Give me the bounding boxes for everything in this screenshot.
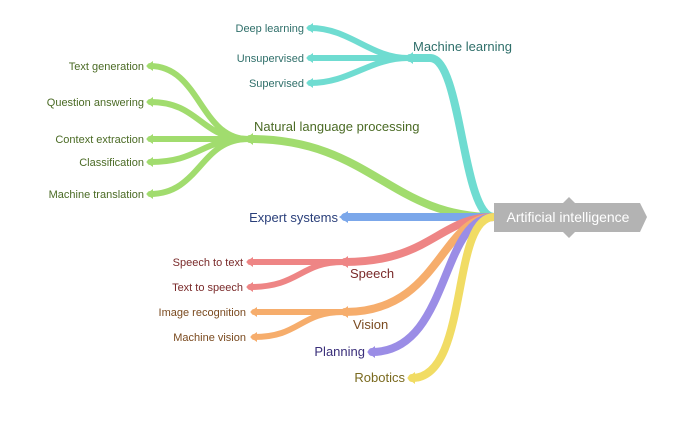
branch-label-vision[interactable]: Vision [353, 317, 388, 332]
leaf-label-deep-learning[interactable]: Deep learning [236, 23, 305, 35]
leaf-label-supervised[interactable]: Supervised [249, 78, 304, 90]
leaf-label-context-extraction[interactable]: Context extraction [55, 134, 144, 146]
branch-label-robotics[interactable]: Robotics [354, 370, 405, 385]
connectors [147, 25, 498, 382]
arrow-head-context-extraction [146, 134, 153, 144]
connector-supervised [307, 55, 411, 86]
leaf-label-image-recognition[interactable]: Image recognition [159, 307, 246, 319]
connector-machine-translation [147, 136, 251, 197]
branch-label-planning[interactable]: Planning [314, 344, 365, 359]
connector-text-to-speech [247, 259, 346, 290]
branch-labels: Machine learning Natural language proces… [249, 39, 512, 385]
branch-label-ml[interactable]: Machine learning [413, 39, 512, 54]
arrow-head-text-to-speech [246, 282, 253, 292]
arrow-head-machine-vision [250, 332, 257, 342]
branch-label-speech[interactable]: Speech [350, 266, 394, 281]
arrow-head-vision [340, 306, 348, 318]
arrow-head-speech-to-text [246, 257, 253, 267]
arrow-head-nlp [245, 133, 253, 145]
arrow-head-image-recognition [250, 307, 257, 317]
leaf-label-text-generation[interactable]: Text generation [69, 61, 144, 73]
root-node-label: Artificial intelligence [507, 209, 630, 225]
arrow-head-unsupervised [306, 53, 313, 63]
root-node-box [494, 197, 647, 238]
arrow-head-machine-translation [146, 189, 153, 199]
connector-robotics [408, 213, 498, 382]
leaf-label-unsupervised[interactable]: Unsupervised [237, 53, 304, 65]
leaf-label-text-to-speech[interactable]: Text to speech [172, 282, 243, 294]
arrow-head-text-generation [146, 61, 153, 71]
connector-machine-vision [251, 309, 346, 340]
arrow-head-planning [367, 346, 375, 358]
branch-label-nlp[interactable]: Natural language processing [254, 119, 420, 134]
leaf-label-classification[interactable]: Classification [79, 157, 144, 169]
arrow-head-robotics [407, 372, 415, 384]
leaf-label-machine-translation[interactable]: Machine translation [49, 189, 144, 201]
connector-deep-learning [307, 25, 411, 61]
leaf-labels: Deep learning Unsupervised Supervised Te… [47, 23, 304, 344]
arrow-head-question-answering [146, 97, 153, 107]
arrow-head-classification [146, 157, 153, 167]
leaf-label-question-answering[interactable]: Question answering [47, 97, 144, 109]
arrow-head-expert [339, 211, 348, 223]
arrow-head-deep-learning [306, 23, 313, 33]
leaf-label-machine-vision[interactable]: Machine vision [173, 332, 246, 344]
arrow-head-supervised [306, 78, 313, 88]
connector-nlp [246, 135, 498, 221]
root-node[interactable]: Artificial intelligence [494, 197, 647, 238]
leaf-label-speech-to-text[interactable]: Speech to text [173, 257, 243, 269]
connector-ml [406, 54, 498, 221]
arrowheads [146, 23, 415, 384]
branch-label-expert[interactable]: Expert systems [249, 210, 338, 225]
arrow-head-speech [340, 256, 348, 268]
arrow-head-ml [405, 52, 413, 64]
